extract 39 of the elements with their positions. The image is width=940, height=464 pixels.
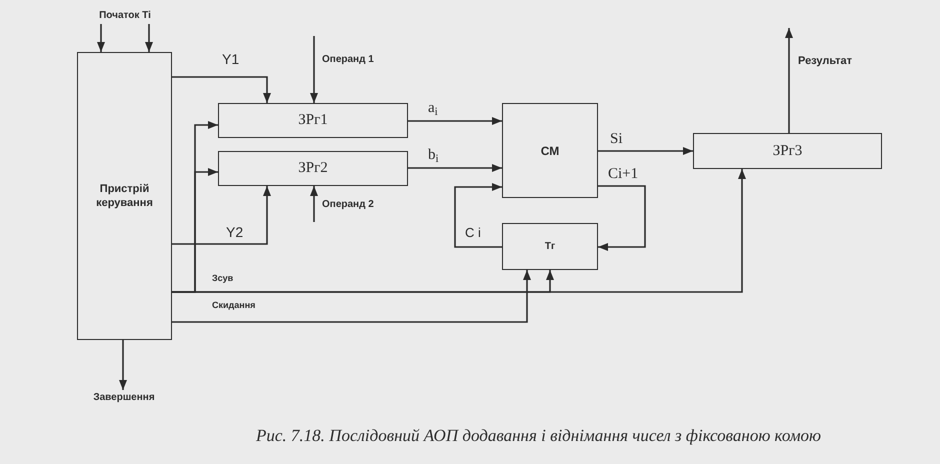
register-box (693, 133, 882, 169)
arrow (172, 270, 531, 323)
arrow (310, 186, 318, 222)
register-label: ЗРг3 (772, 142, 802, 161)
arrow (598, 147, 693, 155)
arrow (172, 169, 746, 293)
edge-label: Операнд 2 (322, 200, 374, 210)
edge-label: Y1 (222, 52, 240, 66)
arrow (119, 340, 127, 390)
arrow (408, 117, 502, 125)
register-box (218, 151, 408, 186)
arrow (454, 183, 502, 248)
edge-label: Скидання (212, 301, 256, 310)
adder-box (502, 103, 598, 198)
edge-label: b$_{i}$ (428, 148, 439, 163)
edge-label: Зсув (212, 274, 234, 283)
start-signal-label: Початок Ti (84, 8, 166, 24)
register-label: ЗРг1 (298, 111, 328, 130)
unit-label: Пристрій керування (95, 182, 154, 210)
arrow (172, 76, 271, 103)
edge-label: Y2 (226, 225, 244, 239)
flip-flop-label: Тг (544, 240, 556, 254)
arrow (785, 28, 793, 133)
figure-caption: Рис. 7.18. Послідовний АОП додавання і віднімання чисел з фіксованою комою (256, 427, 822, 444)
control-unit-box (77, 52, 172, 340)
edge-label: Операнд 1 (322, 55, 374, 65)
arrow (598, 185, 646, 251)
flip-flop-box (502, 223, 598, 270)
arrow (408, 164, 502, 172)
arrow (172, 186, 271, 245)
arrow (145, 24, 153, 52)
arrow (310, 36, 318, 103)
arrow (97, 24, 105, 52)
end-signal-label: Завершення (80, 390, 168, 406)
edge-label: C i (465, 226, 481, 239)
edge-label: Результат (798, 56, 852, 67)
adder-label: СМ (540, 142, 560, 160)
register-label: ЗРг2 (298, 159, 328, 178)
register-box (218, 103, 408, 138)
